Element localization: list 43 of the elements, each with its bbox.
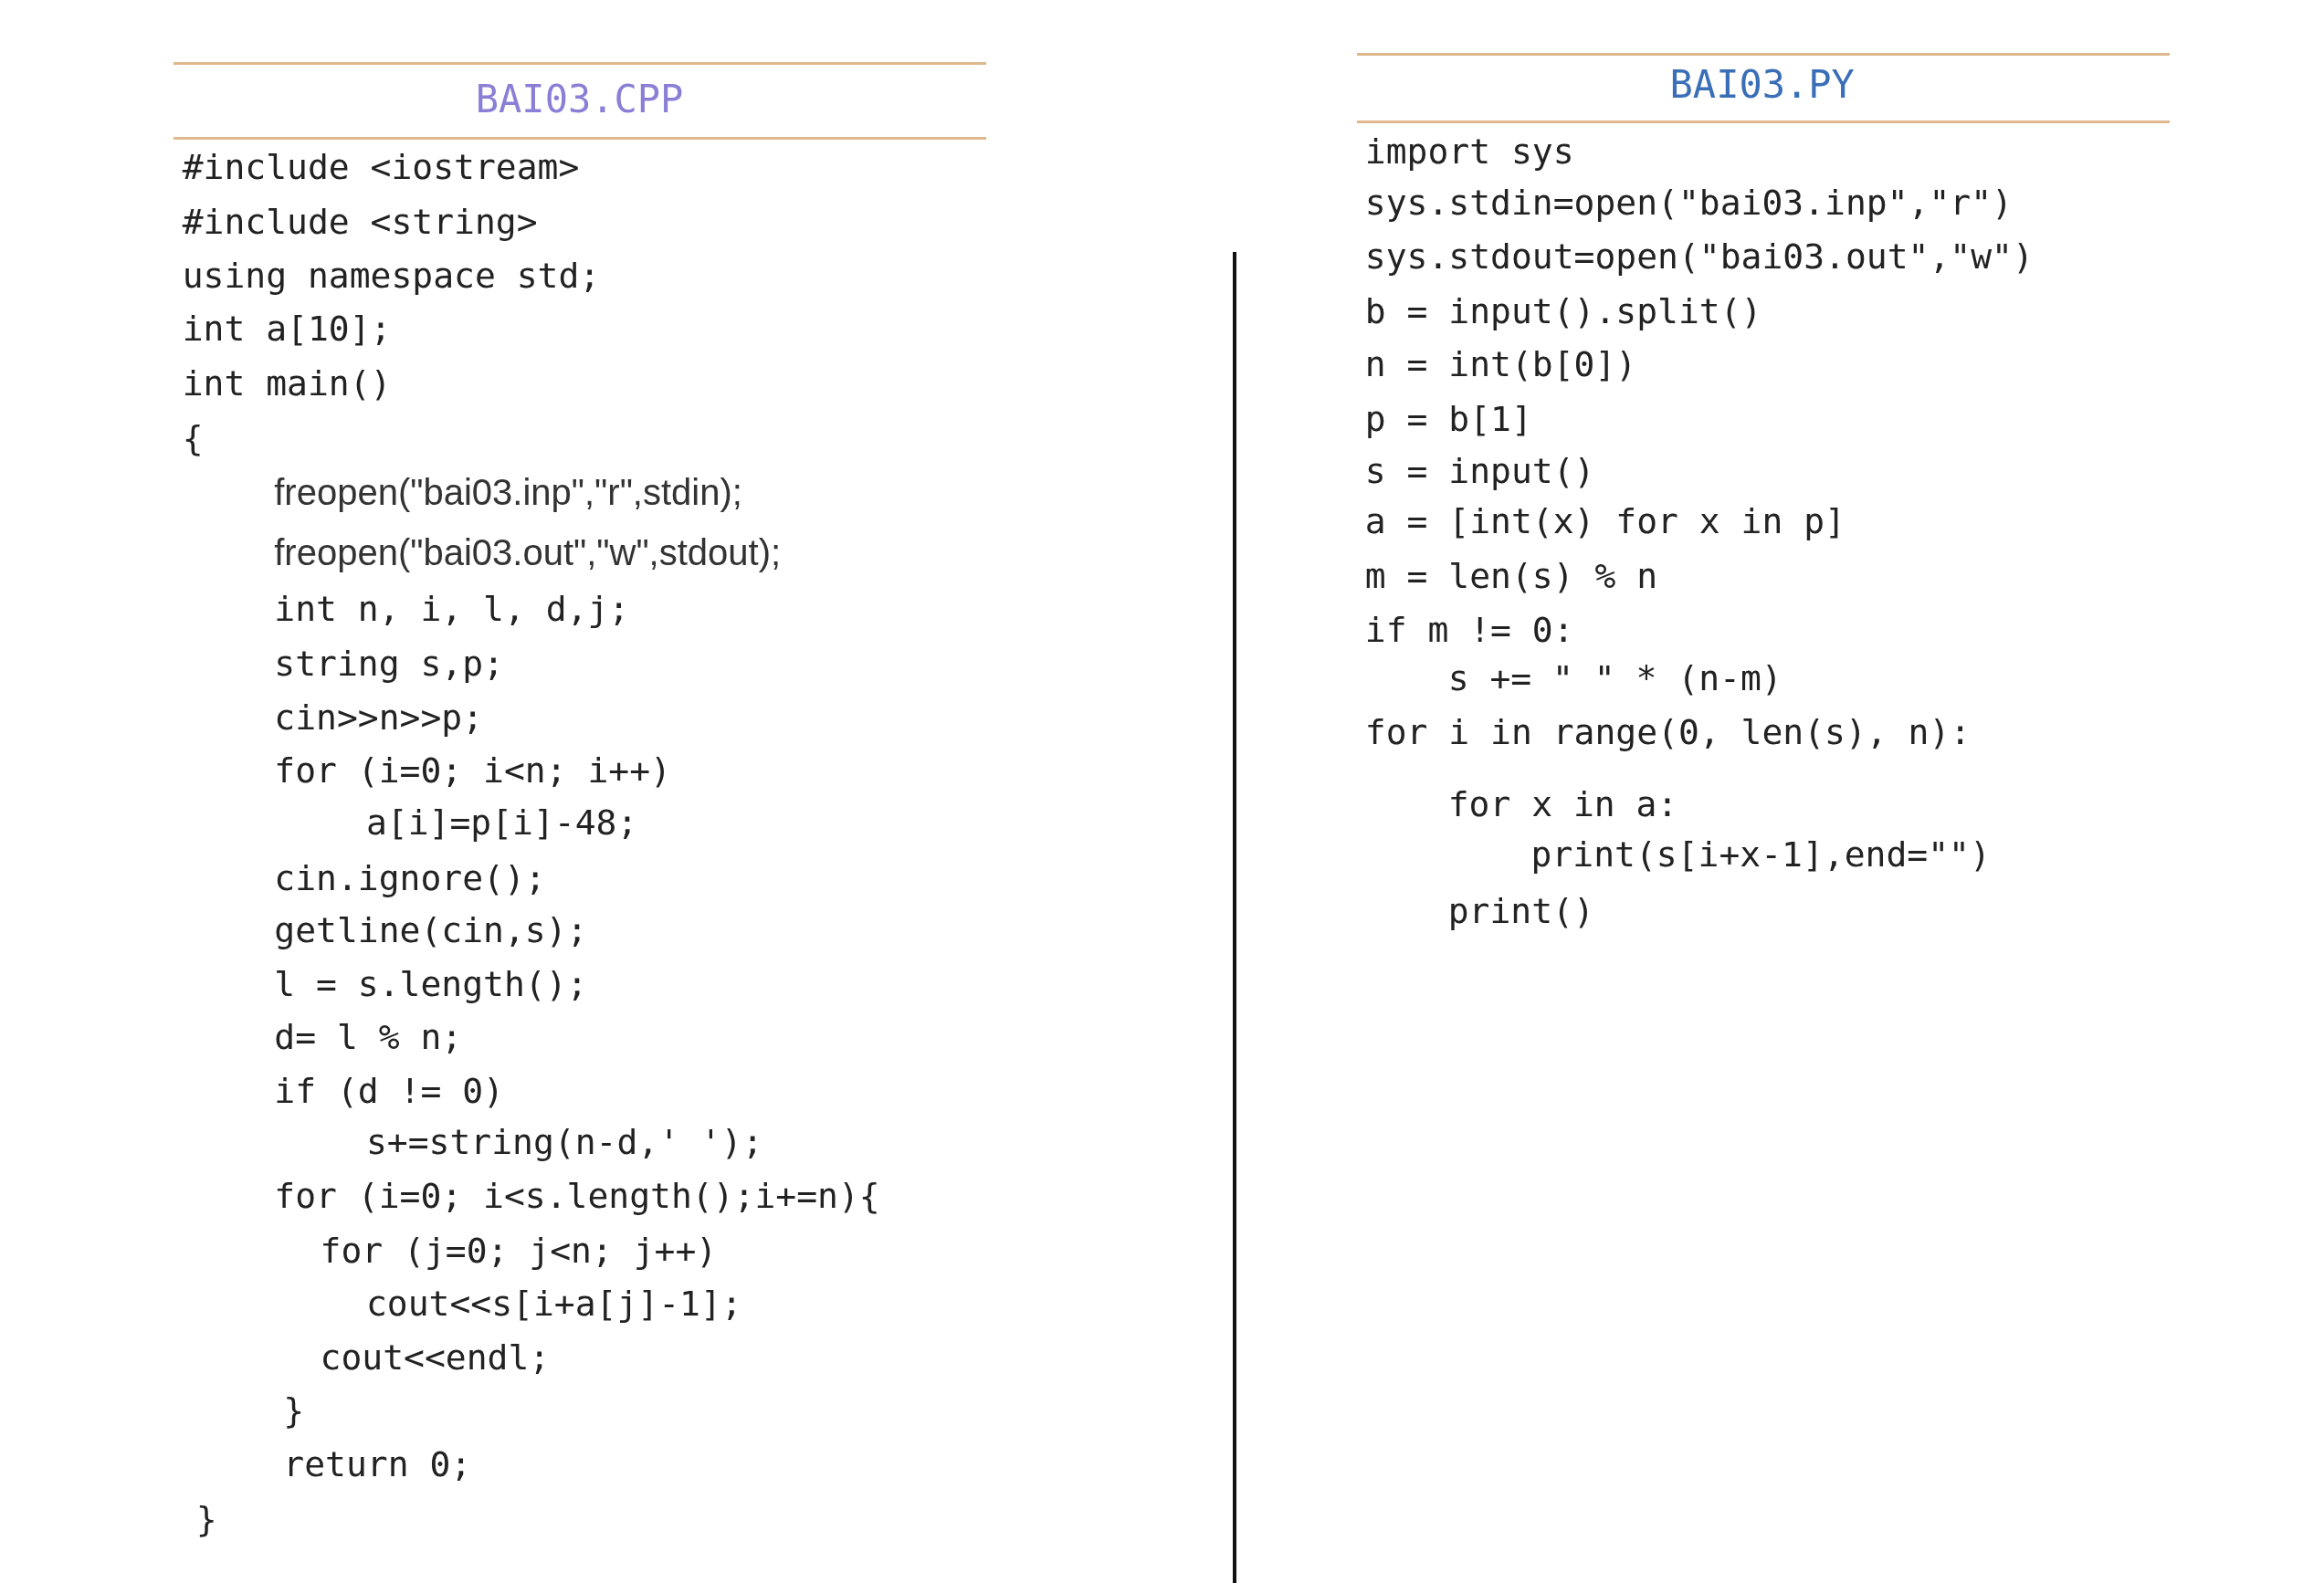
code-line: l = s.length(); (274, 966, 588, 1001)
code-line: getline(cin,s); (274, 913, 588, 949)
code-line: b = input().split() (1364, 293, 1762, 329)
code-line: print() (1447, 894, 1594, 929)
code-line: #include <string> (182, 204, 538, 240)
code-line: #include <iostream> (182, 150, 580, 185)
code-line: print(s[i+x-1],end="") (1530, 837, 1991, 873)
code-line: for i in range(0, len(s), n): (1364, 714, 1972, 750)
code-line: int main() (182, 366, 392, 402)
code-line: cin>>n>>p; (274, 699, 484, 735)
code-line: n = int(b[0]) (1364, 347, 1637, 383)
code-line: for (i=0; i<n; i++) (274, 752, 671, 788)
code-line: a = [int(x) for x in p] (1364, 504, 1846, 540)
code-line: cout<<s[i+a[j]-1]; (365, 1286, 742, 1322)
code-line: int a[10]; (182, 311, 392, 347)
code-line: int n, i, l, d,j; (274, 592, 630, 627)
code-line: a[i]=p[i]-48; (365, 804, 638, 840)
code-line: using namespace std; (182, 257, 601, 293)
code-line: s+=string(n-d,' '); (365, 1125, 763, 1160)
code-line: m = len(s) % n (1364, 559, 1658, 594)
code-line: freopen("bai03.out","w",stdout); (274, 534, 782, 571)
code-line: } (195, 1501, 217, 1536)
code-line: for (j=0; j<n; j++) (320, 1232, 718, 1268)
code-line: sys.stdin=open("bai03.inp","r") (1364, 185, 2013, 221)
file-heading: BAI03.CPP (475, 79, 684, 119)
code-line: freopen("bai03.inp","r",stdin); (274, 473, 742, 510)
code-line: s += " " * (n-m) (1447, 661, 1782, 697)
code-line: for x in a: (1447, 787, 1678, 823)
code-line: if (d != 0) (274, 1073, 504, 1108)
code-line: string s,p; (274, 646, 504, 682)
code-line: s = input() (1364, 454, 1595, 489)
code-line: cin.ignore(); (274, 861, 546, 896)
file-heading: BAI03.PY (1669, 65, 1855, 104)
code-line: for (i=0; i<s.length();i+=n){ (274, 1178, 880, 1213)
code-line: { (182, 421, 204, 456)
code-line: return 0; (283, 1446, 472, 1482)
code-line: cout<<endl; (320, 1339, 551, 1375)
code-line: import sys (1364, 133, 1574, 169)
code-line: if m != 0: (1364, 612, 1574, 647)
code-line: sys.stdout=open("bai03.out","w") (1364, 238, 2034, 274)
code-line: p = b[1] (1364, 402, 1532, 437)
code-line: d= l % n; (274, 1020, 463, 1055)
code-line: } (283, 1393, 305, 1429)
